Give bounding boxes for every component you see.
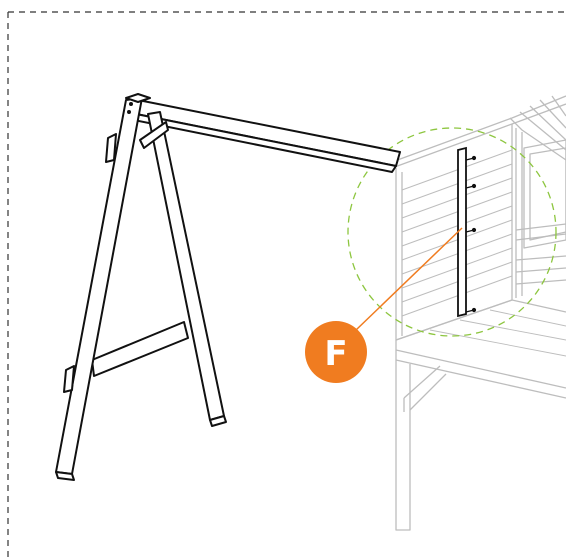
playhouse-context bbox=[391, 95, 566, 531]
bracket-part-f bbox=[457, 146, 467, 318]
detail-highlight-circle bbox=[347, 127, 557, 337]
callout-label: F bbox=[324, 334, 347, 374]
swing-a-frame bbox=[55, 93, 401, 481]
callout-badge-f: F bbox=[305, 321, 367, 383]
callout-leader bbox=[355, 227, 463, 331]
dashed-frame bbox=[7, 11, 566, 559]
callout-circle bbox=[305, 321, 367, 383]
bolt-heads bbox=[127, 102, 133, 114]
bracket-screws bbox=[465, 155, 477, 313]
